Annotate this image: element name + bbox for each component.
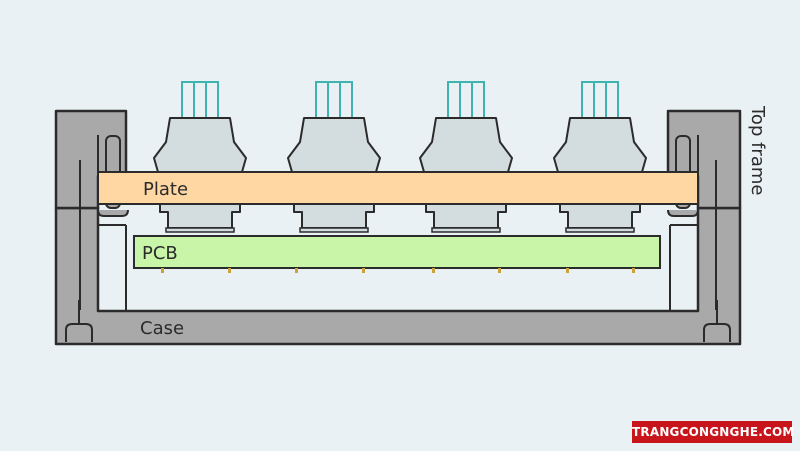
case-inner-right-groove: [669, 208, 717, 311]
key-switch-icon: [287, 81, 381, 233]
top-frame-label: Top frame: [747, 105, 768, 195]
case-inner-left-groove: [79, 208, 127, 311]
watermark-logo: TRANGCONGNGHE.COM: [632, 421, 794, 443]
key-switch-icon: [153, 81, 247, 233]
plate-label: Plate: [143, 179, 188, 200]
top-frame-right-slot: [697, 135, 717, 208]
plate-bar: [97, 171, 699, 205]
pcb-label: PCB: [142, 243, 178, 264]
bottom-screw-right: [703, 300, 731, 342]
key-switch-icon: [419, 81, 513, 233]
key-switch-icon: [553, 81, 647, 233]
top-frame-left-slot: [79, 135, 99, 208]
bottom-screw-left: [65, 300, 93, 342]
solder-points: [161, 268, 635, 273]
pcb-board: [133, 235, 661, 269]
case-label: Case: [140, 318, 184, 339]
